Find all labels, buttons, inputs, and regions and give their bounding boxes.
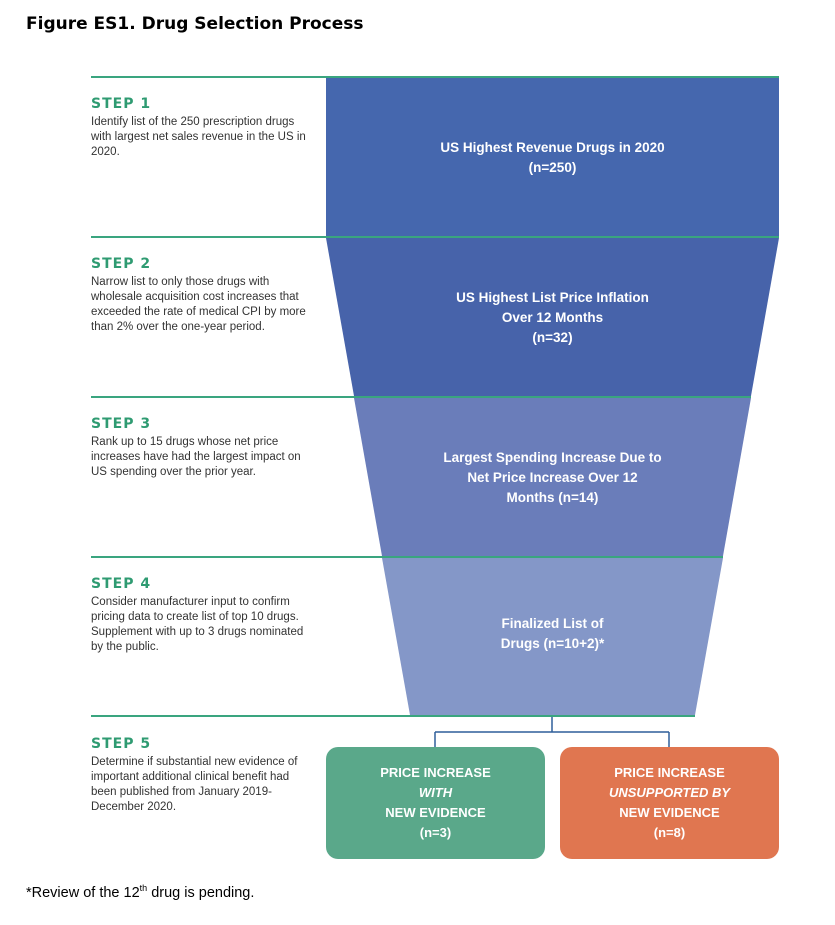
divider-rule-2: [91, 236, 779, 238]
step-5: STEP 5 Determine if substantial new evid…: [91, 736, 316, 815]
step-1: STEP 1 Identify list of the 250 prescrip…: [91, 96, 316, 160]
figure-title: Figure ES1. Drug Selection Process: [26, 14, 364, 34]
funnel-label-1: US Highest Revenue Drugs in 2020 (n=250): [440, 140, 665, 175]
funnel-tier-4: [382, 558, 723, 715]
funnel-tier-1: [326, 78, 779, 236]
outcome-with-evidence-box: PRICE INCREASE WITH NEW EVIDENCE (n=3): [326, 747, 545, 859]
step-description: Rank up to 15 drugs whose net price incr…: [91, 436, 301, 478]
step-description: Narrow list to only those drugs with who…: [91, 276, 306, 333]
funnel-tier-3: [354, 398, 751, 556]
step-label: STEP 4: [91, 576, 152, 592]
funnel-label-3: Largest Spending Increase Due to Net Pri…: [443, 450, 662, 505]
funnel-label-2: US Highest List Price Inflation Over 12 …: [456, 290, 649, 345]
step-label: STEP 2: [91, 256, 152, 272]
funnel-tier-2: [326, 238, 779, 396]
step-3: STEP 3 Rank up to 15 drugs whose net pri…: [91, 416, 316, 480]
footnote: *Review of the 12th drug is pending.: [26, 883, 255, 901]
step-label: STEP 5: [91, 736, 152, 752]
funnel-label-4: Finalized List of Drugs (n=10+2)*: [500, 616, 605, 651]
divider-rule-1: [91, 76, 779, 78]
step-description: Identify list of the 250 prescription dr…: [91, 116, 306, 158]
step-2: STEP 2 Narrow list to only those drugs w…: [91, 256, 316, 335]
step-description: Determine if substantial new evidence of…: [91, 756, 298, 813]
step-4: STEP 4 Consider manufacturer input to co…: [91, 576, 316, 655]
step-description: Consider manufacturer input to confirm p…: [91, 596, 304, 653]
step-label: STEP 1: [91, 96, 152, 112]
branch-connector: [434, 717, 670, 747]
outcome-unsupported-box: PRICE INCREASE UNSUPPORTED BY NEW EVIDEN…: [560, 747, 779, 859]
divider-rule-4: [91, 556, 723, 558]
step-label: STEP 3: [91, 416, 152, 432]
divider-rule-3: [91, 396, 751, 398]
divider-rule-5: [91, 715, 695, 717]
